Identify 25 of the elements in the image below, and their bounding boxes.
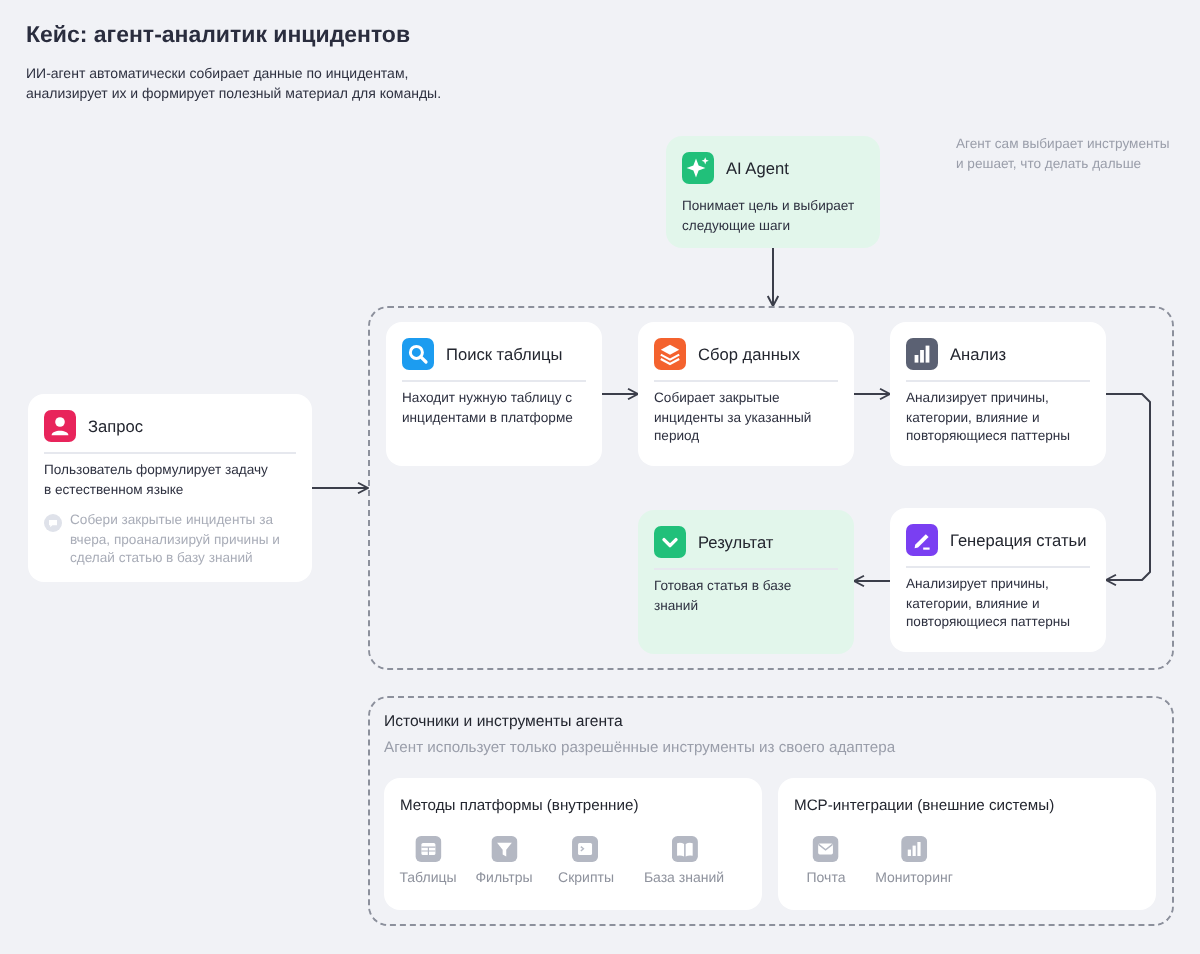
result-card (638, 510, 854, 654)
agent-card (666, 136, 880, 248)
step-card (638, 322, 854, 466)
arrow (601, 387, 639, 401)
card-title: Сбор данных (698, 342, 801, 368)
arrow (766, 247, 780, 307)
tool-panel (778, 778, 1156, 910)
dashed-frame (368, 306, 1174, 670)
step-card (386, 322, 602, 466)
card-title: Генерация статьи (950, 528, 1087, 554)
arrow (1105, 393, 1151, 587)
step-card (890, 322, 1106, 466)
arrow (853, 574, 891, 588)
tool-panel (384, 778, 762, 910)
request-card (28, 394, 312, 582)
card-title: Результат (698, 530, 774, 556)
card-title: Поиск таблицы (446, 342, 563, 368)
arrow (853, 387, 891, 401)
arrow (311, 481, 369, 495)
step-card (890, 508, 1106, 652)
dashed-group-frame (368, 696, 1174, 926)
diagram-title: Кейс: агент-аналитик инцидентов (26, 24, 411, 48)
card-title: Запрос (88, 414, 143, 440)
card-title: Анализ (950, 342, 1007, 368)
card-title: AI Agent (726, 156, 789, 182)
